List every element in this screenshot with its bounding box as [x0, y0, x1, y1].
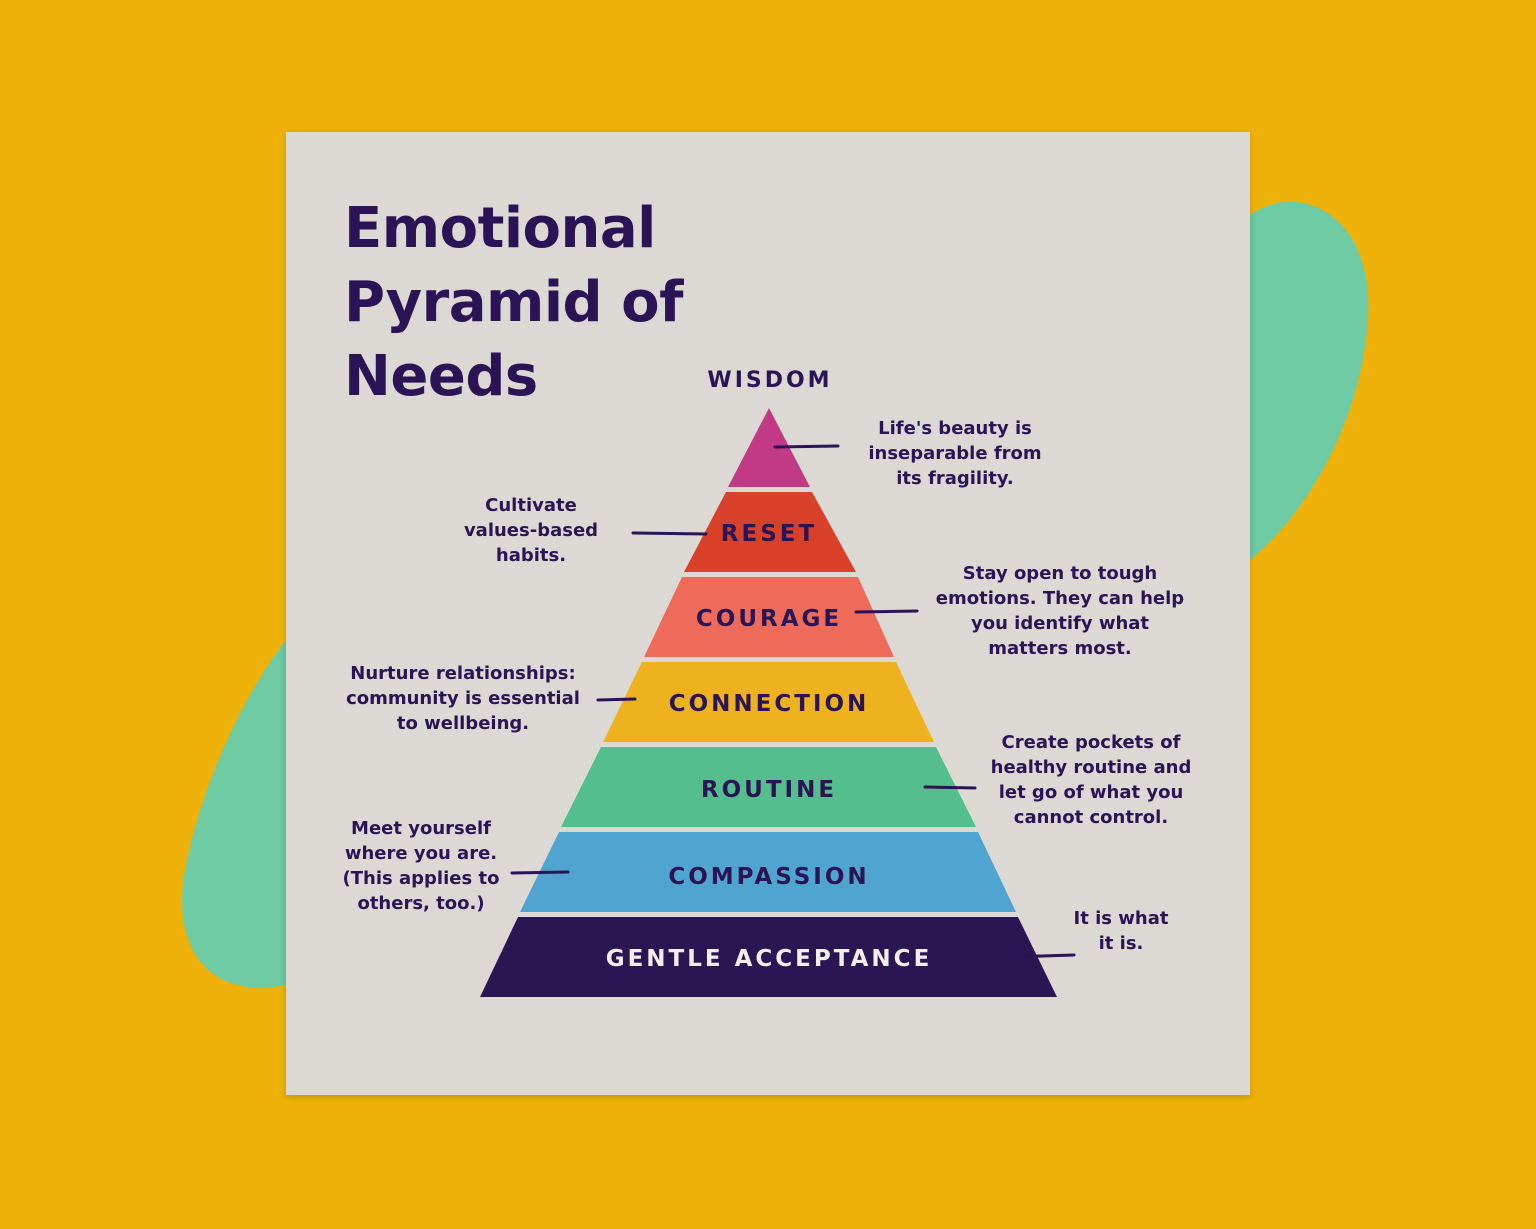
connector-routine	[923, 785, 977, 790]
connector-courage	[854, 609, 919, 614]
connector-gentle-acceptance	[1008, 953, 1076, 959]
apex-label: WISDOM	[707, 368, 833, 393]
tier-compassion	[520, 832, 1016, 912]
tier-label-routine: ROUTINE	[701, 777, 837, 803]
tier-label-reset: RESET	[721, 521, 817, 547]
tier-wisdom	[728, 408, 810, 487]
connector-reset	[631, 531, 708, 536]
connector-compassion	[510, 870, 570, 875]
title-line-3: Needs	[344, 344, 538, 409]
tier-label-courage: COURAGE	[696, 606, 842, 632]
note-connection: Nurture relationships: community is esse…	[346, 663, 580, 734]
connector-wisdom	[773, 444, 840, 449]
title-line-2: Pyramid of	[344, 270, 683, 335]
note-gentle-acceptance: It is what it is.	[1073, 908, 1169, 954]
note-wisdom: Life's beauty is inseparable from its fr…	[868, 418, 1042, 489]
tier-reset	[684, 492, 856, 572]
tier-routine	[561, 747, 976, 827]
tier-connection	[603, 662, 934, 742]
note-compassion: Meet yourself where you are. (This appli…	[342, 818, 500, 914]
note-routine: Create pockets of healthy routine and le…	[990, 732, 1192, 828]
tier-courage	[644, 577, 894, 657]
tier-gentle-acceptance	[480, 917, 1057, 997]
page-title: Emotional Pyramid of Needs	[344, 192, 683, 414]
title-line-1: Emotional	[344, 196, 656, 261]
note-courage: Stay open to tough emotions. They can he…	[935, 563, 1185, 659]
note-reset: Cultivate values-based habits.	[463, 495, 599, 566]
tier-label-compassion: COMPASSION	[668, 864, 869, 890]
tier-label-gentle-acceptance: GENTLE ACCEPTANCE	[606, 946, 933, 972]
tier-label-connection: CONNECTION	[669, 691, 870, 717]
connector-connection	[596, 697, 637, 702]
